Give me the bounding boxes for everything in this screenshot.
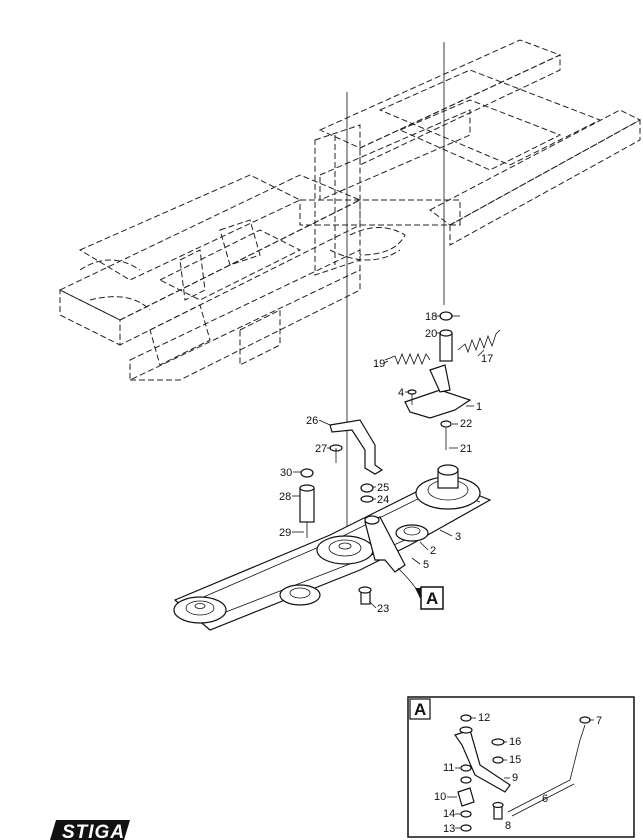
callout-box: A	[420, 586, 444, 610]
part-label-6: 6	[542, 793, 548, 805]
part-label-1: 1	[476, 401, 482, 413]
part-label-3: 3	[455, 531, 461, 543]
chassis-frame	[58, 39, 642, 381]
part-label-27: 27	[315, 443, 327, 455]
callout-label: A	[426, 589, 438, 608]
callout-arrow	[397, 567, 421, 599]
part-label-15: 15	[509, 754, 521, 766]
part-label-22: 18	[425, 311, 437, 323]
part-label-5: 5	[423, 559, 429, 571]
belt-drive-assembly	[173, 464, 492, 631]
part-label-25: 25	[377, 482, 389, 494]
part-label-21: 22	[460, 418, 472, 430]
part-label-2: 2	[430, 545, 436, 557]
part-label-8: 8	[505, 820, 511, 832]
bolt-27	[329, 444, 343, 463]
bracket-26	[329, 419, 384, 475]
part-label-24: 24	[377, 494, 389, 506]
part-label-13: 13	[443, 823, 455, 835]
part-label-20: 21	[460, 443, 472, 455]
part-label-26: 26	[306, 415, 318, 427]
part-label-4: 4	[398, 387, 404, 399]
part-label-14: 14	[443, 808, 455, 820]
part-label-16: 16	[509, 736, 521, 748]
part-label-7: 7	[596, 715, 602, 727]
stiga-logo: STIGA	[50, 820, 130, 840]
part-labels: 18 20 17 19 4 1 26 22 27 21 30 25 24 28 …	[279, 311, 493, 615]
part-label-29: 29	[279, 527, 291, 539]
part-label-9: 9	[512, 772, 518, 784]
part-label-12: 12	[478, 712, 490, 724]
part-label-17: 17	[481, 353, 493, 365]
detail-label: A	[414, 700, 426, 719]
bushing-28	[299, 468, 315, 538]
tension-bracket-1	[384, 311, 501, 450]
washers-24-25	[360, 483, 374, 503]
part-label-11: 11	[443, 762, 454, 774]
part-label-30: 30	[280, 467, 292, 479]
part-label-18: 19	[373, 358, 385, 370]
part-label-28: 28	[279, 491, 291, 503]
alignment-lines	[346, 42, 445, 535]
detail-panel: A 12 7 16 15 11 9 10 6 14 8	[407, 696, 635, 838]
part-label-19: 20	[425, 328, 437, 340]
logo-text: STIGA	[62, 822, 125, 840]
part-label-10: 10	[434, 791, 446, 803]
part-label-23: 23	[377, 603, 389, 615]
